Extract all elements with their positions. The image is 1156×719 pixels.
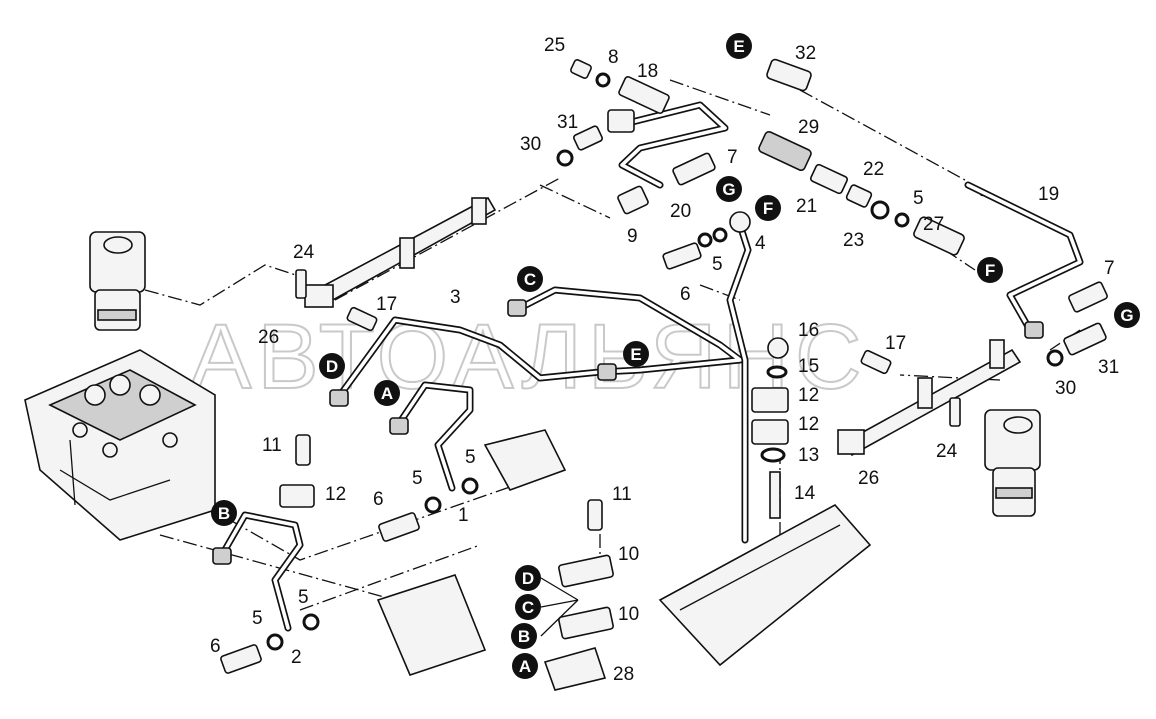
injection-pump-right (984, 409, 1041, 517)
svg-text:G: G (722, 180, 735, 199)
part-label-31: 31 (1098, 357, 1119, 378)
part-label-2: 2 (291, 647, 302, 668)
injection-pump-left (89, 231, 146, 331)
svg-text:C: C (524, 270, 536, 289)
part-label-21: 21 (796, 196, 817, 217)
part-label-3: 3 (450, 287, 461, 308)
part-label-7: 7 (1104, 258, 1115, 279)
marker-b: B (511, 623, 537, 649)
part-label-28: 28 (613, 664, 634, 685)
svg-text:A: A (381, 384, 393, 403)
part-label-10: 10 (618, 544, 639, 565)
part-label-5: 5 (712, 254, 723, 275)
svg-text:D: D (326, 357, 338, 376)
fuel-rail-right (837, 339, 1022, 457)
marker-g: G (1114, 302, 1140, 328)
part-label-6: 6 (210, 636, 221, 657)
part-label-32: 32 (795, 43, 816, 64)
svg-text:C: C (522, 598, 534, 617)
part-label-12: 12 (325, 484, 346, 505)
part-label-6: 6 (373, 489, 384, 510)
svg-text:G: G (1120, 306, 1133, 325)
marker-f: F (977, 257, 1003, 283)
marker-e: E (726, 33, 752, 59)
marker-a: A (374, 380, 400, 406)
part-label-22: 22 (863, 159, 884, 180)
part-label-24: 24 (293, 242, 315, 263)
part-label-10: 10 (618, 604, 639, 625)
part-label-24: 24 (936, 441, 958, 462)
part-label-15: 15 (798, 356, 819, 377)
part-label-12: 12 (798, 385, 819, 406)
part-label-11: 11 (612, 484, 632, 505)
part-label-30: 30 (1055, 378, 1076, 399)
svg-text:B: B (518, 627, 530, 646)
part-label-12: 12 (798, 414, 819, 435)
watermark-text: АВТОАЛЬЯНС (190, 306, 868, 408)
part-label-27: 27 (923, 214, 944, 235)
svg-text:D: D (522, 569, 534, 588)
part-label-26: 26 (258, 327, 279, 348)
part-label-17: 17 (376, 294, 397, 315)
part-label-5: 5 (252, 608, 263, 629)
part-label-17: 17 (885, 333, 906, 354)
svg-text:B: B (218, 504, 230, 523)
part-label-5: 5 (913, 188, 924, 209)
connection-markers: A A B B C C D D E E F F G G (211, 33, 1140, 679)
part-label-5: 5 (298, 587, 309, 608)
part-label-13: 13 (798, 445, 819, 466)
marker-c: C (517, 266, 543, 292)
svg-text:F: F (763, 199, 773, 218)
part-label-1: 1 (458, 505, 469, 526)
svg-text:A: A (519, 657, 531, 676)
part-label-19: 19 (1038, 184, 1059, 205)
marker-c: C (515, 594, 541, 620)
part-number-labels: 25 8 18 32 31 30 29 7 22 19 5 20 21 27 9… (210, 35, 1119, 685)
marker-a: A (512, 653, 538, 679)
marker-b: B (211, 500, 237, 526)
part-label-5: 5 (465, 447, 476, 468)
part-label-11: 11 (262, 435, 282, 456)
marker-d: D (319, 353, 345, 379)
part-label-9: 9 (627, 226, 638, 247)
part-label-6: 6 (680, 284, 691, 305)
engine-block (24, 349, 216, 541)
part-label-29: 29 (798, 117, 819, 138)
svg-text:E: E (630, 345, 641, 364)
fuel-pipes (218, 101, 1084, 632)
part-label-23: 23 (843, 230, 864, 251)
fuel-rail-left (304, 196, 497, 308)
marker-g: G (716, 176, 742, 202)
part-label-18: 18 (637, 61, 658, 82)
part-label-4: 4 (755, 233, 766, 254)
part-label-20: 20 (670, 201, 691, 222)
marker-e: E (623, 341, 649, 367)
part-label-26: 26 (858, 468, 879, 489)
part-label-30: 30 (520, 134, 541, 155)
part-label-25: 25 (544, 35, 565, 56)
part-label-14: 14 (794, 483, 816, 504)
part-label-7: 7 (727, 147, 738, 168)
part-label-16: 16 (798, 320, 819, 341)
marker-d: D (515, 565, 541, 591)
fittings (212, 58, 1108, 691)
marker-f: F (755, 195, 781, 221)
part-label-31: 31 (557, 112, 578, 133)
part-label-8: 8 (608, 47, 619, 68)
svg-text:F: F (985, 261, 995, 280)
svg-text:E: E (733, 37, 744, 56)
part-label-5: 5 (412, 468, 423, 489)
